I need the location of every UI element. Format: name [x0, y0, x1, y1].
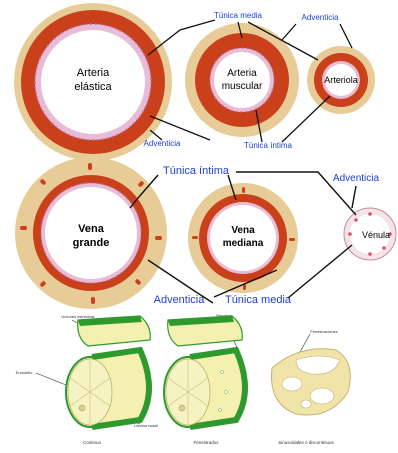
- vessel-label-vena-mediana-1: Vena: [231, 225, 255, 236]
- vessel-label-arteria-elastica-2: elástica: [74, 81, 112, 93]
- vessel-label-vena-grande-2: grande: [73, 237, 110, 249]
- vena-mediana-vessel: Vena mediana: [188, 183, 298, 293]
- label-tunica-intima-top: Túnica íntima: [244, 141, 293, 150]
- vessel-label-arteria-muscular-1: Arteria: [227, 68, 257, 79]
- label-tunica-intima-mid: Túnica íntima: [163, 165, 230, 177]
- arteriola-vessel: Arteriola: [307, 46, 375, 114]
- vessel-label-arteria-elastica-1: Arteria: [77, 67, 110, 79]
- label-adventicia-top-bottom: Adventicia: [144, 139, 181, 148]
- vessel-label-vena-mediana-2: mediana: [223, 238, 264, 249]
- label-adventicia-top: Adventicia: [302, 13, 339, 22]
- capillary-sinusoidales: [272, 349, 351, 415]
- capillary-continuo: [66, 316, 150, 427]
- label-sinusoidales: Sinusoidales o discontinuos: [278, 440, 334, 445]
- label-adventicia-mid: Adventicia: [333, 173, 380, 184]
- capillary-fenestrados: [164, 316, 245, 427]
- label-tunica-media-mid: Túnica media: [225, 294, 292, 306]
- vessel-label-vena-grande-1: Vena: [78, 223, 105, 235]
- label-adventicia-mid-bottom: Adventicia: [154, 294, 206, 306]
- label-endotelio: Endotelio: [16, 370, 33, 375]
- label-continuo: Continuo: [83, 440, 102, 445]
- label-lamina-basal: Lámina basal: [134, 423, 158, 428]
- label-fenestraciones: Fenestraciones: [310, 329, 337, 334]
- vessel-label-arteriola: Arteriola: [324, 75, 358, 85]
- vessel-label-arteria-muscular-2: muscular: [222, 81, 263, 92]
- arteria-elastica-vessel: Arteria elástica: [14, 3, 172, 161]
- label-uniones-estrechas: Uniones estrechas: [61, 314, 94, 319]
- venula-vessel: Vénula: [344, 208, 396, 260]
- label-tunica-media-top: Túnica media: [214, 11, 263, 20]
- label-fenestrados: Fenestrados: [193, 440, 219, 445]
- vena-grande-vessel: Vena grande: [15, 157, 167, 309]
- vessel-label-venula: Vénula: [362, 230, 390, 240]
